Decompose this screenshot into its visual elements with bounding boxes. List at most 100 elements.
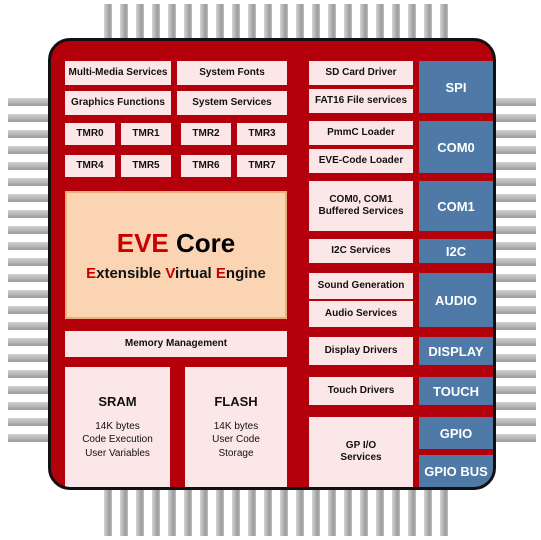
chip-pin bbox=[490, 434, 536, 442]
timer-block: TMR7 bbox=[237, 155, 287, 177]
chip-pin bbox=[392, 484, 400, 536]
chip-pin bbox=[152, 484, 160, 536]
chip-pin bbox=[490, 274, 536, 282]
chip-pin bbox=[120, 4, 128, 44]
sram-block: SRAM 14K bytes Code Execution User Varia… bbox=[65, 367, 170, 487]
chip-pin bbox=[184, 4, 192, 44]
chip-pin bbox=[8, 306, 54, 314]
chip-pin bbox=[264, 4, 272, 44]
chip-pin bbox=[440, 4, 448, 44]
chip-pin bbox=[408, 4, 416, 44]
gp-io-services-block: GP I/O Services bbox=[309, 417, 413, 487]
timer-block: TMR0 bbox=[65, 123, 115, 145]
chip-pin bbox=[104, 4, 112, 44]
chip-pin bbox=[200, 484, 208, 536]
i2c-services-block: I2C Services bbox=[309, 239, 413, 263]
chip-pin bbox=[328, 4, 336, 44]
sram-line: 14K bytes bbox=[95, 420, 140, 432]
core-subtitle-part: E bbox=[86, 265, 97, 282]
chip-pin bbox=[248, 484, 256, 536]
core-title: EVE Core bbox=[117, 228, 236, 259]
chip-pin bbox=[376, 4, 384, 44]
chip-pin bbox=[8, 178, 54, 186]
com1-port: COM1 bbox=[419, 181, 493, 231]
chip-pin bbox=[8, 162, 54, 170]
chip-pin bbox=[8, 274, 54, 282]
gpio-port: GPIO bbox=[419, 417, 493, 449]
chip-pin bbox=[490, 98, 536, 106]
eve-core-block: EVE Core Extensible Virtual Engine bbox=[65, 191, 287, 319]
i2c-port: I2C bbox=[419, 239, 493, 263]
timer-block: TMR2 bbox=[181, 123, 231, 145]
buffered-services-block: COM0, COM1 Buffered Services bbox=[309, 181, 413, 231]
multimedia-services-block: Multi-Media Services bbox=[65, 61, 171, 85]
gpio-bus-port: GPIO BUS bbox=[419, 455, 493, 487]
flash-block: FLASH 14K bytes User Code Storage bbox=[185, 367, 287, 487]
sram-line: Code Execution bbox=[82, 434, 153, 446]
chip-pin bbox=[200, 4, 208, 44]
chip-pin bbox=[232, 484, 240, 536]
chip-pin bbox=[8, 434, 54, 442]
chip-pin bbox=[312, 4, 320, 44]
chip-pin bbox=[344, 484, 352, 536]
chip-pin bbox=[8, 370, 54, 378]
core-title-core: Core bbox=[168, 228, 236, 258]
system-services-block: System Services bbox=[177, 91, 287, 115]
chip-pin bbox=[8, 354, 54, 362]
timer-block: TMR6 bbox=[181, 155, 231, 177]
chip-pin bbox=[8, 210, 54, 218]
chip-pin bbox=[490, 178, 536, 186]
touch-drivers-block: Touch Drivers bbox=[309, 377, 413, 405]
chip-pin bbox=[184, 484, 192, 536]
chip-pin bbox=[490, 322, 536, 330]
timer-block: TMR5 bbox=[121, 155, 171, 177]
graphics-functions-block: Graphics Functions bbox=[65, 91, 171, 115]
chip-pin bbox=[490, 210, 536, 218]
core-subtitle-part: E bbox=[215, 265, 226, 282]
chip-pin bbox=[120, 484, 128, 536]
chip-pin bbox=[360, 4, 368, 44]
timer-block: TMR1 bbox=[121, 123, 171, 145]
chip-pin bbox=[8, 226, 54, 234]
touch-port: TOUCH bbox=[419, 377, 493, 405]
chip-pin bbox=[8, 338, 54, 346]
chip-pin bbox=[490, 418, 536, 426]
chip-pin bbox=[8, 258, 54, 266]
chip-pin bbox=[490, 338, 536, 346]
sound-generation-block: Sound Generation bbox=[309, 273, 413, 299]
core-subtitle-part: ngine bbox=[225, 265, 266, 282]
chip-pin bbox=[136, 4, 144, 44]
chip-pin bbox=[360, 484, 368, 536]
chip-body: Multi-Media Services System Fonts Graphi… bbox=[48, 38, 496, 490]
core-subtitle-part: xtensible bbox=[96, 265, 166, 282]
chip-pin bbox=[264, 484, 272, 536]
chip-pin bbox=[376, 484, 384, 536]
chip-pin bbox=[296, 484, 304, 536]
system-fonts-block: System Fonts bbox=[177, 61, 287, 85]
fat16-services-block: FAT16 File services bbox=[309, 89, 413, 113]
chip-pin bbox=[296, 4, 304, 44]
chip-pin bbox=[490, 146, 536, 154]
chip-pin bbox=[280, 4, 288, 44]
flash-line: 14K bytes bbox=[213, 420, 259, 432]
chip-pin bbox=[312, 484, 320, 536]
chip-pin bbox=[408, 484, 416, 536]
chip-pin bbox=[440, 484, 448, 536]
core-subtitle: Extensible Virtual Engine bbox=[86, 265, 266, 282]
sram-line: User Variables bbox=[85, 447, 150, 459]
chip-pin bbox=[232, 4, 240, 44]
sram-title: SRAM bbox=[98, 393, 137, 409]
flash-line: User Code bbox=[212, 434, 260, 446]
chip-pin bbox=[490, 114, 536, 122]
audio-port: AUDIO bbox=[419, 273, 493, 327]
chip-pin bbox=[8, 194, 54, 202]
flash-title: FLASH bbox=[214, 393, 258, 409]
audio-services-block: Audio Services bbox=[309, 301, 413, 327]
chip-pin bbox=[490, 386, 536, 394]
chip-pin bbox=[490, 402, 536, 410]
display-port: DISPLAY bbox=[419, 337, 493, 365]
chip-pin bbox=[8, 242, 54, 250]
chip-pin bbox=[490, 290, 536, 298]
display-drivers-block: Display Drivers bbox=[309, 337, 413, 365]
chip-pin bbox=[490, 194, 536, 202]
